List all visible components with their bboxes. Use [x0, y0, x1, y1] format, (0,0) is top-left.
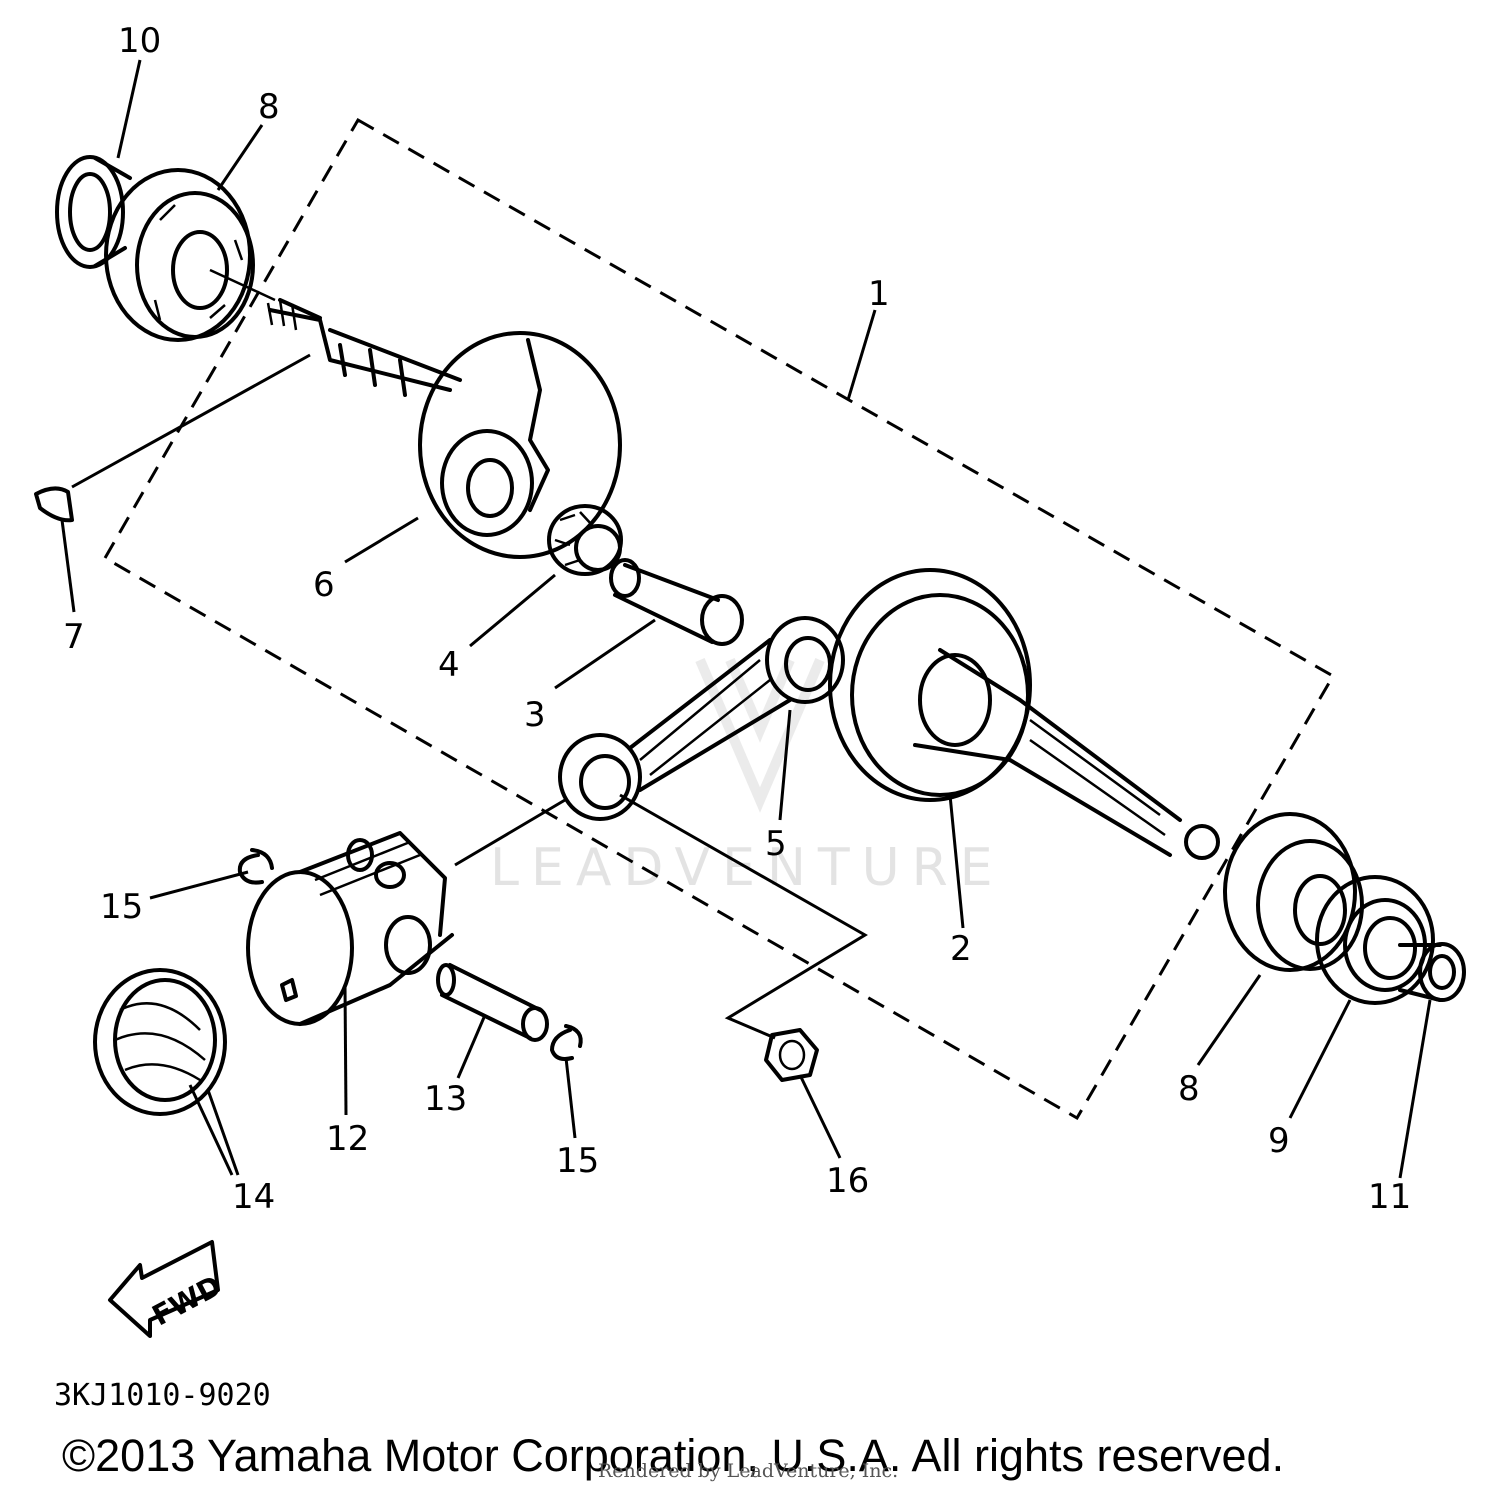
diagram-part-code: 3KJ1010-9020 [54, 1378, 271, 1413]
callout-2: 2 [950, 929, 972, 969]
collar [1398, 942, 1466, 1002]
bearing-left [104, 168, 255, 342]
crankshaft-half-left [266, 298, 622, 559]
rendered-by-credit: Rendered by LeadVenture, Inc. [598, 1460, 899, 1482]
callout-6: 6 [313, 565, 335, 605]
callout-3: 3 [524, 695, 546, 735]
callout-8-right: 8 [1178, 1069, 1200, 1109]
crank-pin [609, 558, 744, 646]
woodruff-key [34, 486, 74, 523]
crankshaft-nut [764, 1028, 819, 1082]
assembly-lines [71, 268, 868, 1040]
callout-15-upper: 15 [100, 887, 143, 927]
callout-5: 5 [765, 824, 787, 864]
oil-seal-left [55, 155, 132, 269]
copyright-notice: ©2013 Yamaha Motor Corporation, U.S.A. A… [62, 1430, 1285, 1481]
forward-direction-indicator: FWD [108, 1240, 227, 1338]
callout-4: 4 [438, 645, 460, 685]
callout-15-lower: 15 [556, 1141, 599, 1181]
piston-pin-clip-upper [237, 848, 274, 885]
callout-16: 16 [826, 1161, 869, 1201]
callout-9: 9 [1268, 1121, 1290, 1161]
callout-11: 11 [1368, 1177, 1411, 1217]
needle-bearing [547, 504, 623, 576]
callout-12: 12 [326, 1119, 369, 1159]
callout-numbers: 1 2 3 4 5 6 7 8 8 9 10 11 12 13 14 15 15… [63, 21, 1411, 1217]
callout-8-left: 8 [258, 87, 280, 127]
callout-13: 13 [424, 1079, 467, 1119]
piston [246, 831, 454, 1026]
watermark-text: LEADVENTURE [490, 838, 1005, 898]
watermark: LEADVENTURE [490, 658, 1005, 898]
crankshaft-half-right [828, 568, 1220, 860]
callout-7: 7 [63, 617, 85, 657]
leader-lines [60, 59, 1432, 1179]
callout-1: 1 [868, 274, 890, 314]
callout-10: 10 [118, 21, 161, 61]
piston-rings [93, 968, 227, 1116]
bearing-right [1223, 812, 1364, 972]
connecting-rod [558, 616, 845, 821]
crankshaft-assembly-boundary [102, 117, 1336, 1121]
fwd-label: FWD [147, 1269, 227, 1333]
piston-pin [436, 963, 549, 1042]
callout-14: 14 [232, 1177, 275, 1217]
piston-pin-clip-lower [550, 1024, 583, 1061]
